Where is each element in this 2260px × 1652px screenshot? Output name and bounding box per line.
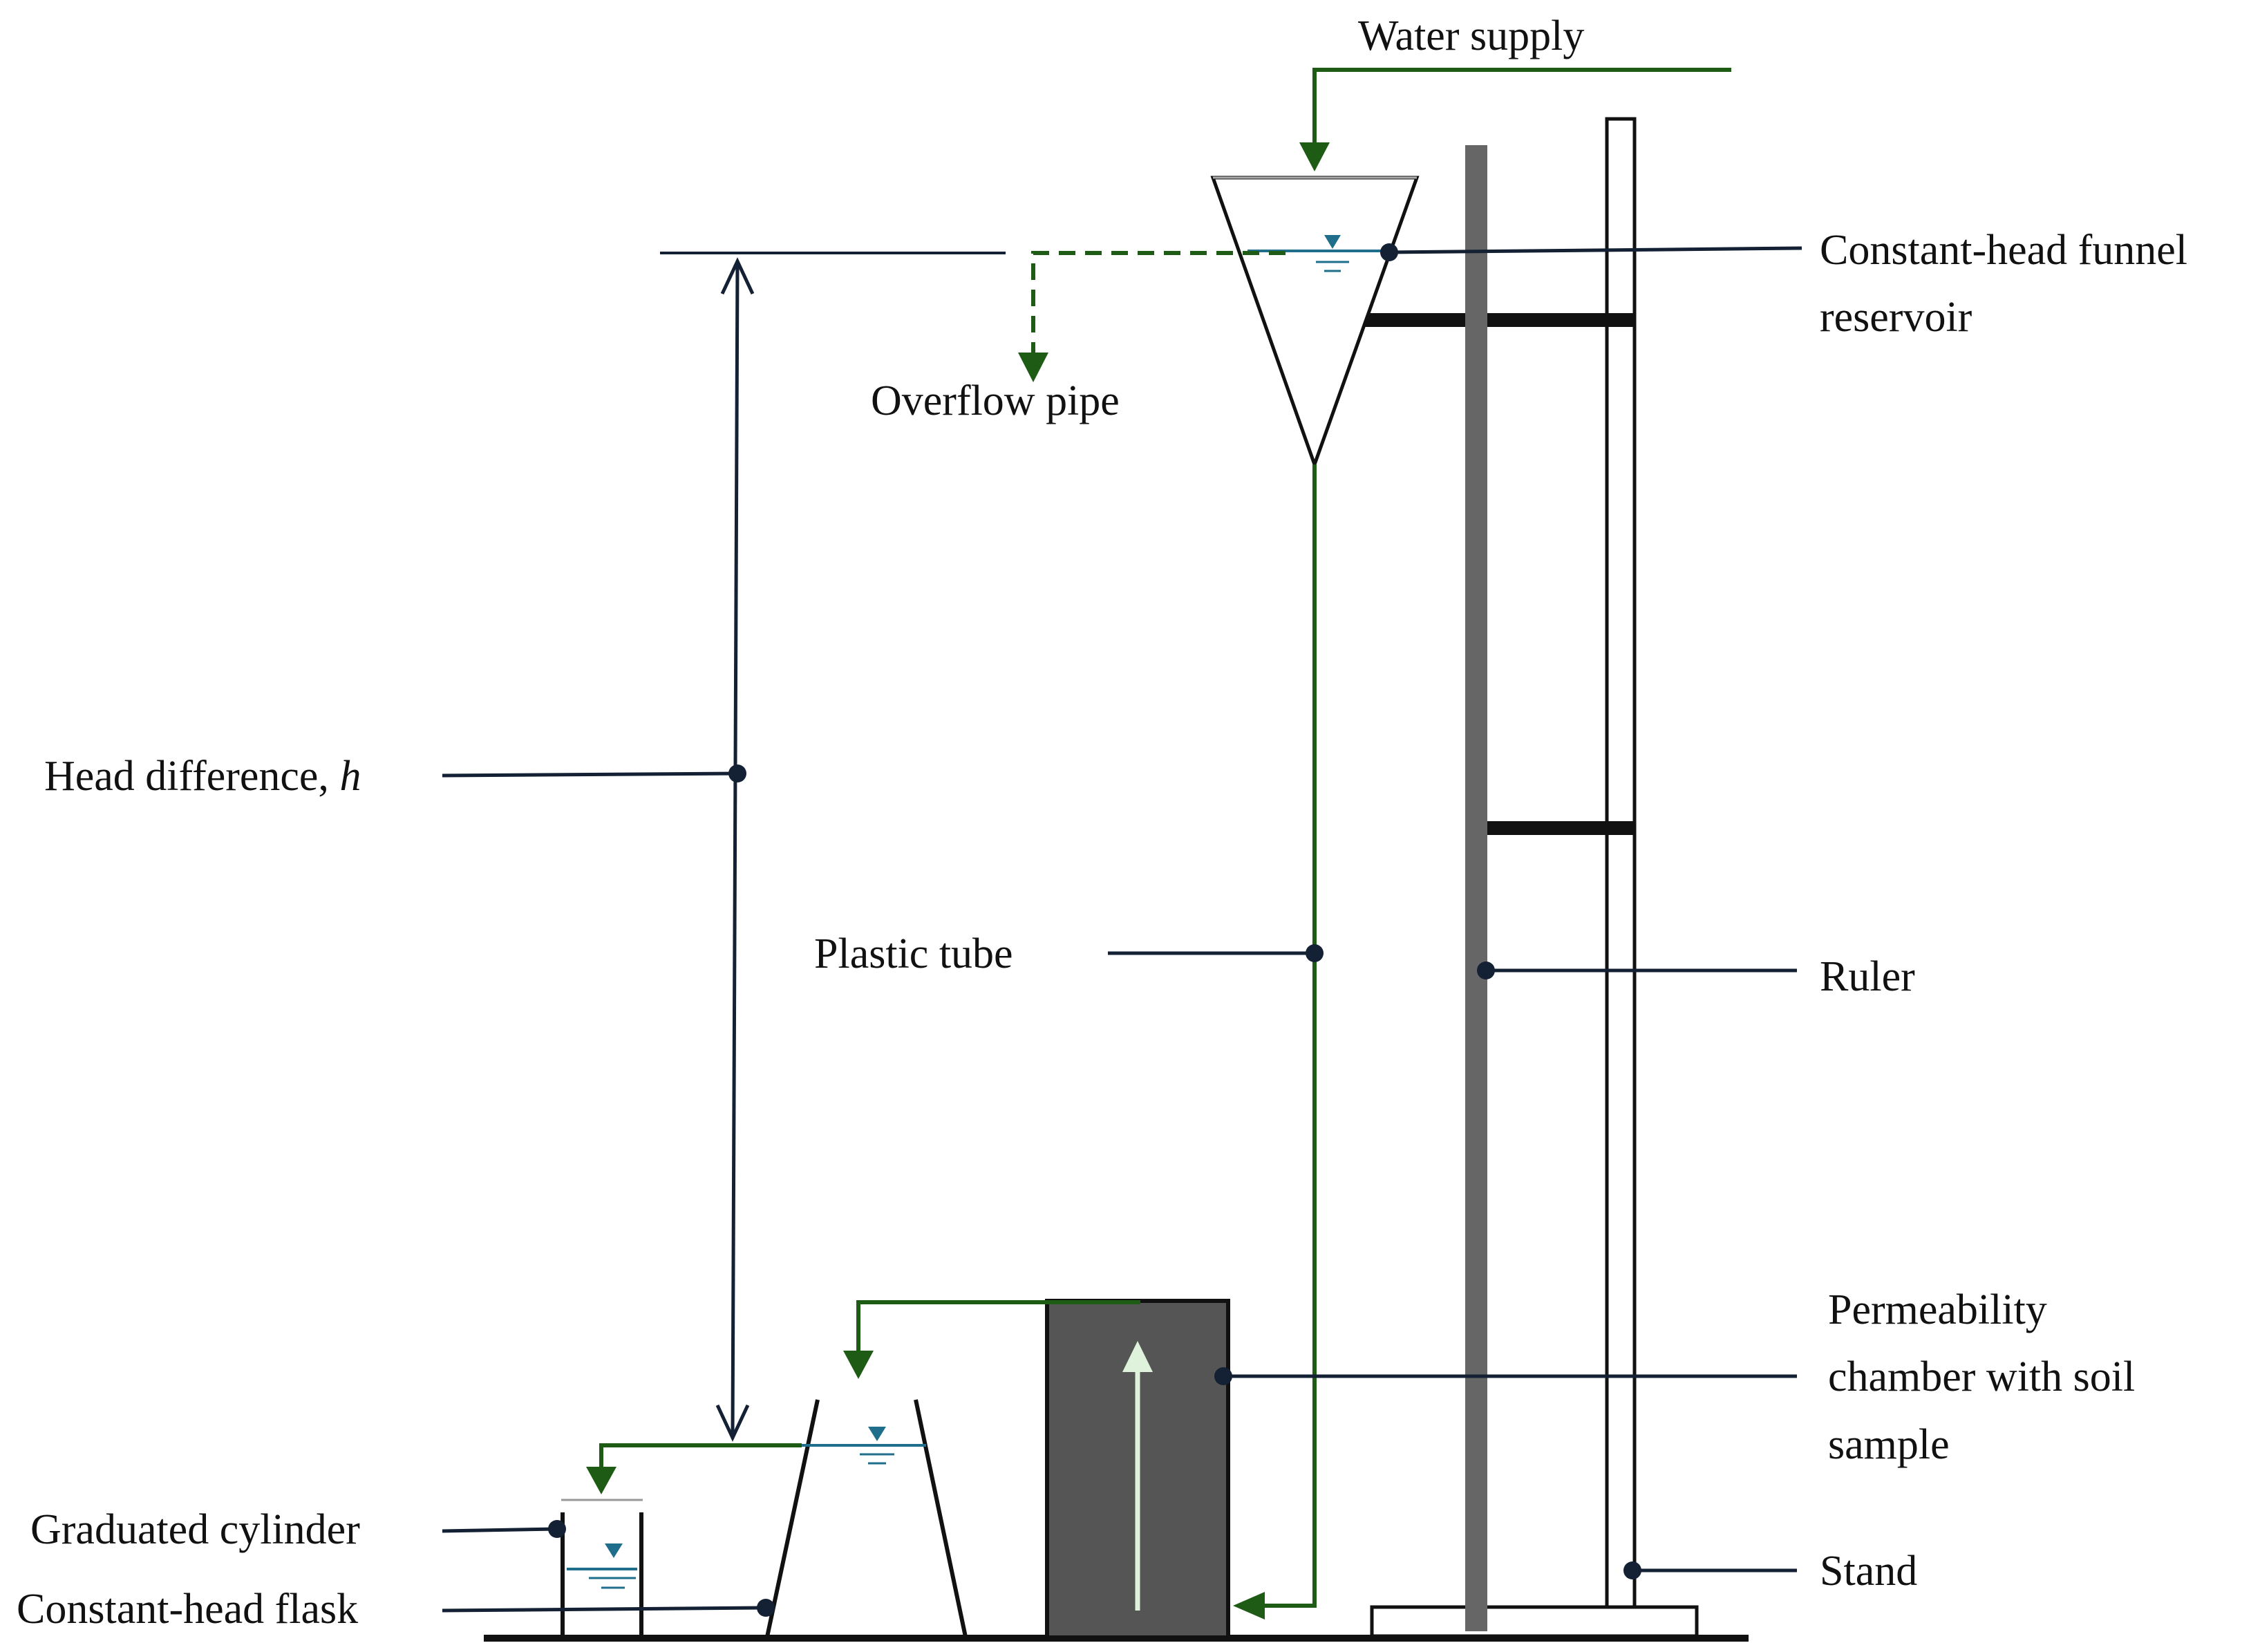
leader-dot-icon: [1214, 1367, 1232, 1385]
flask-overflow-pipe: [599, 1443, 802, 1467]
water-level-triangle-icon: [868, 1427, 886, 1441]
arrowhead-icon: [1233, 1592, 1265, 1620]
leader-dot-icon: [728, 764, 746, 782]
head-difference-text: Head difference,: [44, 753, 339, 800]
leader-dot-icon: [1477, 961, 1495, 979]
leader-dot-icon: [1380, 243, 1398, 261]
label-chamber-line1: Permeability: [1828, 1286, 2047, 1333]
plastic-tube: [1265, 464, 1317, 1608]
arrowhead-icon: [720, 257, 755, 295]
label-funnel-line2: reservoir: [1820, 294, 1972, 341]
leader-dot-icon: [757, 1599, 775, 1617]
graduated-cylinder: [561, 1499, 643, 1637]
head-symbol: h: [339, 753, 361, 800]
head-difference-arrow: [715, 257, 755, 1442]
arrowhead-icon: [586, 1467, 616, 1494]
leader-flask: [442, 1606, 766, 1613]
water-supply-pipe: [1312, 68, 1731, 145]
label-graduated-cylinder: Graduated cylinder: [30, 1506, 360, 1553]
flask-left-wall: [765, 1399, 820, 1637]
leader-dot-icon: [1306, 944, 1324, 962]
stand-post: [1605, 117, 1637, 1609]
arrowhead-icon: [843, 1351, 874, 1379]
label-constant-head-flask: Constant-head flask: [17, 1586, 358, 1633]
leader-graduated-cylinder: [442, 1527, 558, 1533]
label-ruler: Ruler: [1820, 953, 1915, 1000]
label-plastic-tube: Plastic tube: [814, 930, 1013, 977]
label-funnel-line1: Constant-head funnel: [1820, 227, 2187, 274]
label-chamber-line3: sample: [1828, 1421, 1950, 1468]
label-overflow-pipe: Overflow pipe: [871, 377, 1120, 424]
arrowhead-icon: [1299, 142, 1330, 171]
label-stand: Stand: [1820, 1548, 1917, 1595]
head-difference-shaft: [731, 262, 740, 1437]
leaders: [442, 246, 1802, 1613]
leader-dot-icon: [1623, 1561, 1641, 1579]
arrowhead-icon: [1122, 1341, 1153, 1372]
leader-dot-icon: [548, 1520, 566, 1538]
label-water-supply: Water supply: [1358, 12, 1584, 59]
leader-funnel: [1388, 246, 1802, 254]
label-head-difference: Head difference, h: [44, 753, 361, 800]
label-chamber-line2: chamber with soil: [1828, 1353, 2135, 1400]
leader-dots: [548, 243, 1641, 1617]
arrowhead-icon: [1018, 353, 1048, 382]
overflow-pipe: [1031, 251, 1286, 353]
chamber-outlet-pipe: [856, 1300, 1140, 1351]
ruler: [1465, 145, 1487, 1631]
arrowhead-icon: [715, 1404, 750, 1442]
leader-head-difference: [442, 771, 738, 778]
flask-right-wall: [914, 1399, 968, 1637]
water-level-triangle-icon: [605, 1543, 623, 1558]
water-level-triangle-icon: [1324, 235, 1341, 249]
constant-head-flask: [765, 1399, 968, 1637]
stand-base: [1370, 1605, 1699, 1638]
